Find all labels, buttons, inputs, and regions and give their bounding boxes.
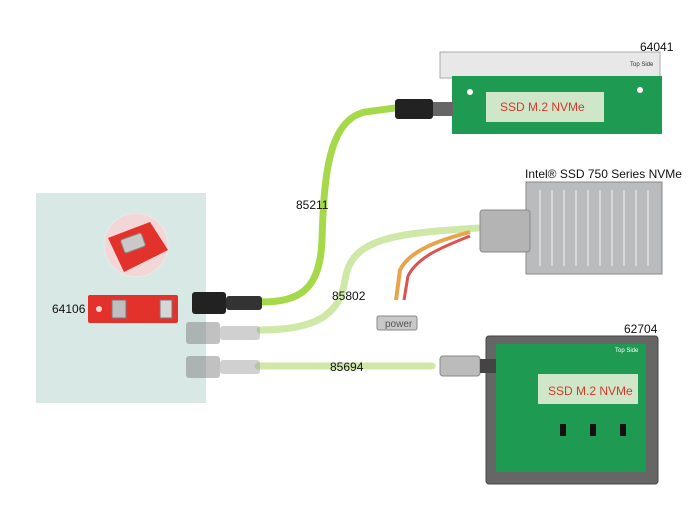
cable-85802 bbox=[256, 224, 482, 334]
connector-zoom-circle bbox=[103, 212, 169, 278]
host-connector-b bbox=[186, 322, 260, 344]
ssd-title-label: Intel® SSD 750 Series NVMe bbox=[525, 167, 682, 181]
host-adapter-card bbox=[88, 295, 178, 323]
product-label-64041: 64041 bbox=[640, 40, 674, 54]
cable-label-85211: 85211 bbox=[296, 198, 329, 212]
adapter-card-64041: SSD M.2 NVMe Top Side bbox=[395, 51, 662, 134]
m2-slot-label-top: SSD M.2 NVMe bbox=[500, 100, 585, 114]
product-label-64106: 64106 bbox=[52, 302, 86, 316]
product-label-62704: 62704 bbox=[624, 322, 658, 336]
cable-label-85802: 85802 bbox=[332, 289, 366, 303]
power-connector-label: power bbox=[385, 319, 413, 330]
host-connector-c bbox=[186, 356, 260, 378]
adapter-card-62704: SSD M.2 NVMe Top Side bbox=[439, 335, 659, 485]
top-side-label-b: Top Side bbox=[615, 348, 639, 354]
cable-85211 bbox=[256, 104, 399, 306]
host-connector-a bbox=[192, 292, 262, 314]
cable-label-85694: 85694 bbox=[330, 360, 364, 374]
ssd-750-drive: power bbox=[376, 181, 663, 331]
top-side-label-a: Top Side bbox=[630, 62, 654, 68]
m2-slot-label-bottom: SSD M.2 NVMe bbox=[548, 384, 633, 398]
